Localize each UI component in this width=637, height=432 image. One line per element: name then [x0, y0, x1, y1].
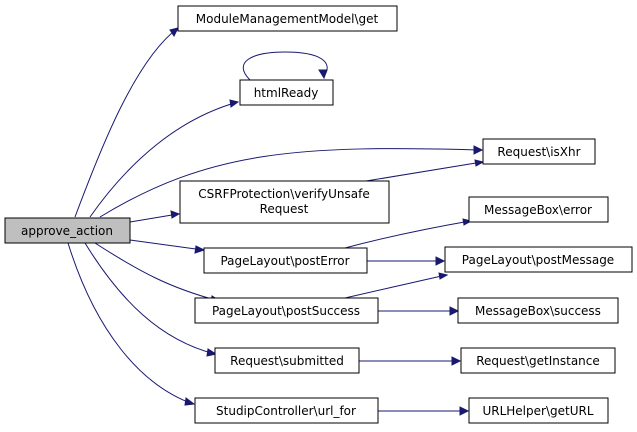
- node-label: MessageBox\success: [475, 304, 601, 318]
- edge-approve-to-submitted: [84, 242, 216, 355]
- node-label: StudipController\url_for: [216, 404, 356, 418]
- edge-csrf-to-isxhr: [359, 161, 483, 183]
- node-pagelayout-posterror[interactable]: PageLayout\postError: [203, 247, 368, 274]
- node-label: approve_action: [21, 224, 113, 238]
- node-pagelayout-postsuccess[interactable]: PageLayout\postSuccess: [194, 297, 379, 324]
- node-label-line1: CSRFProtection\verifyUnsafe: [198, 187, 369, 201]
- edge-arrow: [435, 256, 446, 266]
- node-request-getinstance[interactable]: Request\getInstance: [460, 347, 616, 374]
- node-box: [4, 217, 131, 244]
- edge-approve-to-htmlready: [89, 101, 239, 218]
- node-box: [239, 79, 334, 106]
- edge-arrow: [229, 99, 240, 108]
- node-box: [444, 246, 633, 273]
- node-approve-action[interactable]: approve_action: [4, 217, 131, 244]
- edge-arrow: [206, 348, 218, 357]
- node-messagebox-error[interactable]: MessageBox\error: [468, 196, 609, 223]
- edge-approve-to-isxhr: [99, 148, 483, 218]
- node-box: [214, 347, 360, 374]
- edge-arrow: [184, 397, 196, 406]
- edge-arrow: [170, 210, 181, 219]
- edge-approve-to-posterror: [129, 239, 204, 251]
- edge-arrow: [438, 272, 449, 280]
- node-box: [203, 247, 368, 274]
- node-html-ready[interactable]: htmlReady: [239, 79, 334, 106]
- node-module-get[interactable]: ModuleManagementModel\get: [177, 5, 398, 32]
- node-request-submitted[interactable]: Request\submitted: [214, 347, 360, 374]
- edge-posterror-to-messagebox-error: [344, 220, 471, 249]
- edge-postsuccess-to-postmessage: [344, 274, 447, 299]
- node-box: [177, 5, 398, 32]
- node-label: htmlReady: [254, 86, 319, 100]
- node-box: [468, 196, 609, 223]
- node-studip-url-for[interactable]: StudipController\url_for: [194, 397, 379, 424]
- node-request-isxhr[interactable]: Request\isXhr: [482, 138, 596, 165]
- edge-arrow: [194, 245, 206, 254]
- edge-arrow: [449, 306, 460, 316]
- edge-arrow: [169, 27, 179, 37]
- node-label: MessageBox\error: [484, 203, 592, 217]
- node-label: PageLayout\postMessage: [462, 253, 614, 267]
- edge-arrow: [474, 159, 485, 167]
- edge-approve-to-module-get: [74, 27, 179, 218]
- node-label-line2: Request: [260, 202, 309, 216]
- edge-arrow: [459, 406, 470, 416]
- edge-approve-to-csrf: [129, 213, 179, 223]
- node-urlhelper-geturl[interactable]: URLHelper\getURL: [468, 397, 609, 424]
- edge-approve-to-url-for: [67, 242, 194, 405]
- node-csrf-verify-unsafe-request[interactable]: CSRFProtection\verifyUnsafe Request: [179, 180, 390, 224]
- edge-arrow: [318, 69, 328, 80]
- node-box: [468, 397, 609, 424]
- node-label: PageLayout\postSuccess: [212, 304, 360, 318]
- node-box: [179, 180, 390, 224]
- node-box: [460, 347, 616, 374]
- node-label: URLHelper\getURL: [482, 404, 593, 418]
- node-label: Request\isXhr: [497, 145, 580, 159]
- edge-arrow: [451, 356, 462, 366]
- edges: [67, 27, 485, 416]
- node-pagelayout-postmessage[interactable]: PageLayout\postMessage: [444, 246, 633, 273]
- node-messagebox-success[interactable]: MessageBox\success: [457, 297, 619, 324]
- node-label: Request\submitted: [230, 354, 344, 368]
- edge-approve-to-postsuccess: [94, 242, 220, 302]
- node-box: [482, 138, 596, 165]
- node-label: PageLayout\postError: [220, 254, 349, 268]
- node-label: ModuleManagementModel\get: [196, 12, 379, 26]
- node-label: Request\getInstance: [476, 354, 600, 368]
- edge-arrow: [473, 145, 484, 155]
- node-box: [457, 297, 619, 324]
- edge-htmlready-self: [242, 51, 328, 81]
- node-box: [194, 297, 379, 324]
- node-box: [194, 397, 379, 424]
